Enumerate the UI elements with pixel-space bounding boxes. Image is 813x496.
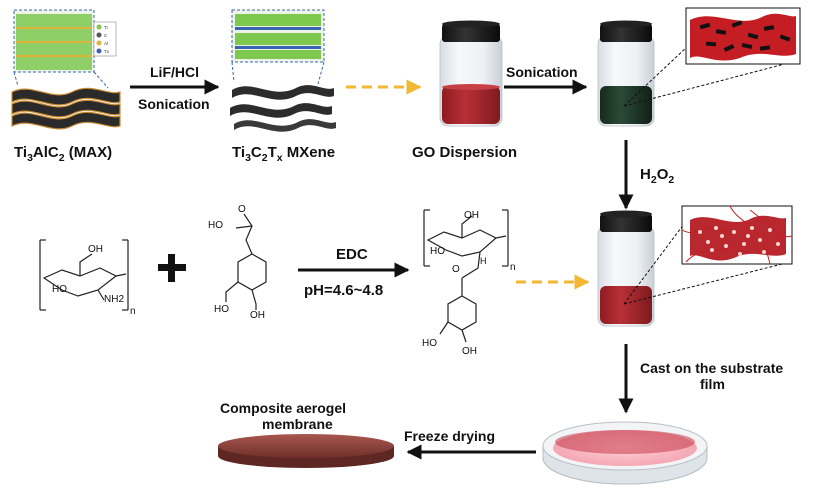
chitosan-n: n [130, 306, 136, 317]
max-phase-illustration: Ti C Al Tx [11, 9, 121, 130]
mxene-label: Ti3C2Tx MXene [232, 144, 336, 164]
mixed-vial-cap [600, 24, 652, 42]
chitosan-structure [39, 239, 129, 311]
legend-tx-label: Tx [104, 49, 110, 54]
plus-sign [158, 254, 186, 282]
element-legend [93, 21, 117, 57]
mxene-sheets [230, 85, 336, 132]
mxene-crystal-lattice [235, 14, 321, 59]
hydrocaffeic-acid-structure [225, 213, 267, 310]
legend-tx-dot [96, 48, 102, 54]
product-nh: H [480, 256, 487, 266]
final-vial-cap [600, 214, 652, 232]
go-vial-cap [442, 24, 500, 42]
sonication-label-1: Sonication [138, 96, 210, 112]
max-label: Ti3AlC2 (MAX) [14, 144, 113, 164]
product-oh-2: OH [462, 346, 477, 357]
chitosan-oh: OH [88, 244, 103, 255]
max-crystal-lattice [16, 14, 92, 70]
product-oh: OH [464, 210, 479, 221]
product-o: O [452, 264, 460, 275]
max-layered-sheets [11, 87, 121, 130]
mixed-vial [597, 20, 655, 127]
composite-label-line2: membrane [262, 416, 333, 432]
go-dispersion-label: GO Dispersion [412, 144, 518, 161]
acid-ho-2: HO [214, 304, 229, 315]
mxene-illustration [230, 9, 336, 132]
legend-ti-dot [96, 24, 102, 30]
edc-label: EDC [336, 246, 368, 263]
acid-oh: OH [250, 310, 265, 321]
product-ho-2: HO [422, 338, 437, 349]
acid-o: O [238, 204, 246, 215]
go-vial [439, 20, 503, 127]
ph-label: pH=4.6~4.8 [304, 282, 384, 299]
final-liquid [600, 286, 652, 324]
product-n: n [510, 262, 516, 273]
final-vial [597, 210, 655, 327]
acid-ho: HO [208, 220, 223, 231]
lif-hcl-label: LiF/HCl [150, 64, 199, 80]
chitosan-ho: HO [52, 284, 67, 295]
cast-label-line2: film [700, 376, 725, 392]
cast-label-line1: Cast on the substrate [640, 360, 784, 376]
legend-al-dot [96, 40, 102, 46]
petri-dish [542, 421, 708, 485]
product-ho: HO [430, 246, 445, 257]
mxene-go-inset [685, 7, 801, 65]
legend-ti-label: Ti [104, 25, 108, 30]
composite-membrane-disc [218, 434, 394, 468]
chitosan-nh2: NH2 [104, 294, 124, 305]
go-liquid [442, 86, 500, 124]
h2o2-label: H2O2 [640, 166, 675, 186]
freeze-drying-label: Freeze drying [404, 428, 496, 444]
sonication-label-2: Sonication [506, 64, 578, 80]
legend-c-dot [96, 32, 102, 38]
legend-c-label: C [104, 33, 108, 38]
legend-al-label: Al [104, 41, 108, 46]
composite-label-line1: Composite aerogel [220, 400, 347, 416]
crosslinked-inset [681, 205, 793, 265]
grafted-chitosan-structure [423, 209, 509, 343]
